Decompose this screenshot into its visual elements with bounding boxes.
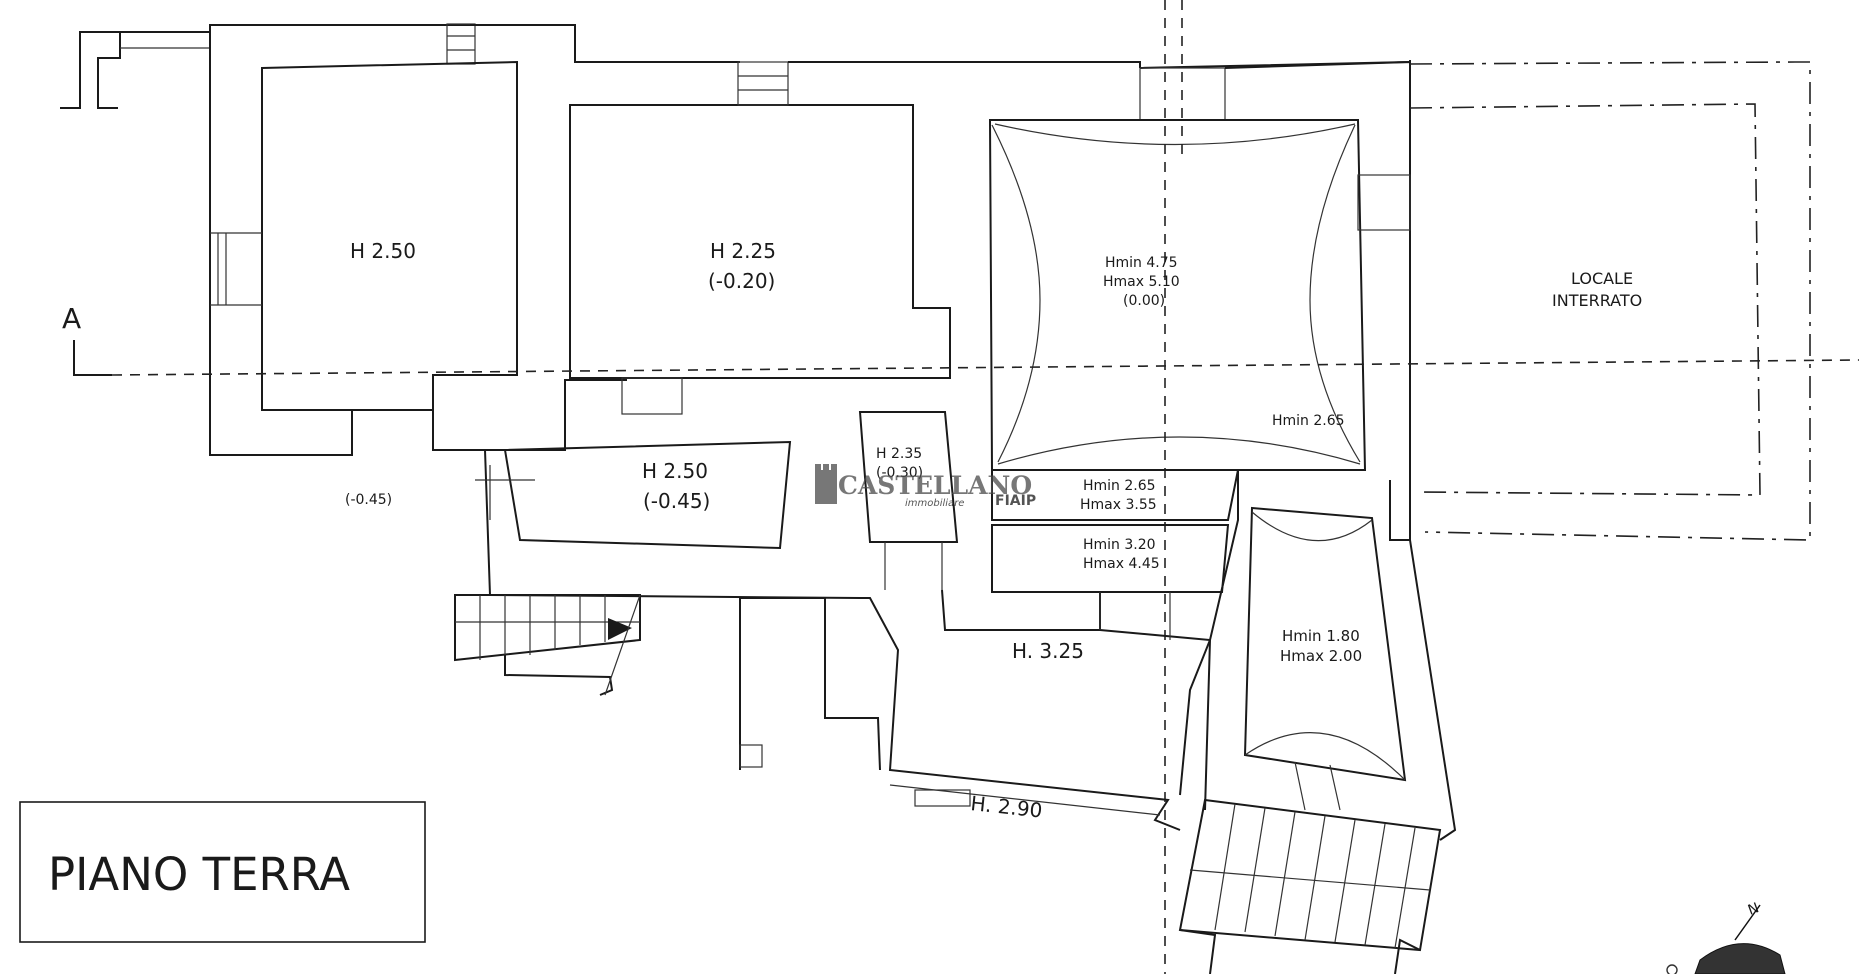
room-center-height-label: H 2.50 [642,459,708,483]
page-title: PIANO TERRA [48,848,350,901]
corridor-2-hmax-label: Hmax 4.45 [1083,556,1160,572]
stairs-southeast [1178,798,1442,974]
watermark: CASTELLANO immobiliare FIAIP [815,464,1036,509]
room-nw-walls [209,24,740,456]
room-small-walls [858,411,959,590]
locale-interrato-label-2: INTERRATO [1552,291,1642,310]
room-se-hmin-label: Hmin 1.80 [1282,627,1360,645]
outdoor-level-label: (-0.45) [345,492,392,508]
room-vaulted-level-label: (0.00) [1123,293,1165,309]
room-vaulted-hmax-label: Hmax 5.10 [1103,274,1180,290]
room-se-hmax-label: Hmax 2.00 [1280,647,1362,665]
corridor-1-hmax-label: Hmax 3.55 [1080,497,1157,513]
watermark-brand: CASTELLANO [838,471,1032,500]
room-vaulted-hmin-label: Hmin 4.75 [1105,255,1178,271]
corridor-2-hmin-label: Hmin 3.20 [1083,537,1156,553]
room-n-center-level-label: (-0.20) [708,269,775,293]
corridor-1-hmin-label: Hmin 2.65 [1083,478,1156,494]
watermark-affiliation: FIAIP [995,493,1036,509]
stairs-west [454,594,641,696]
locale-interrato-outline [1409,61,1811,541]
section-line-a [73,0,1859,974]
room-n-center-height-label: H 2.25 [710,239,776,263]
room-small-level-label: (-0.30) [876,465,923,481]
room-nw-height-label: H 2.50 [350,239,416,263]
room-south-height-label: H. 3.25 [1012,639,1084,663]
room-se-walls [1179,470,1457,841]
room-sw-strip-height-label: H. 2.90 [969,791,1043,822]
room-vaulted-walls [988,60,1411,541]
title-box [19,801,426,943]
watermark-tagline: immobiliare [905,498,964,509]
vault-edge-hmin-label: Hmin 2.65 [1272,413,1345,429]
room-small-height-label: H 2.35 [876,446,922,462]
room-center-level-label: (-0.45) [643,489,710,513]
section-marker-label: A [62,302,81,335]
room-n-center-walls [569,61,1141,415]
north-arrow: N [1666,900,1786,974]
locale-interrato-label-1: LOCALE [1571,269,1633,288]
north-label: N [1746,900,1761,919]
room-south-walls [739,589,1212,831]
nw-wing-walls [60,23,476,109]
